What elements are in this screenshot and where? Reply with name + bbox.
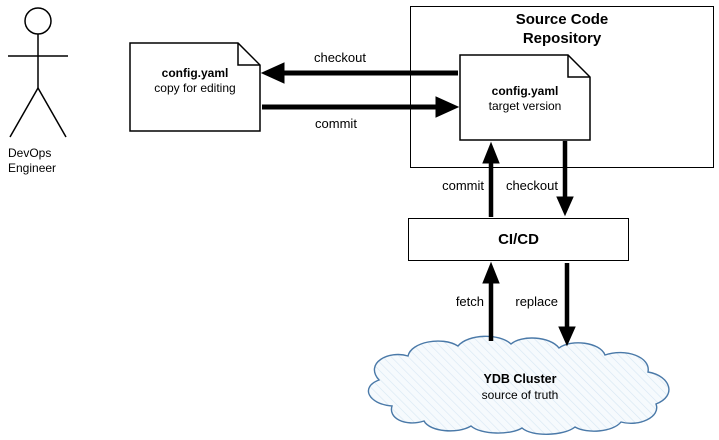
commit-top-label: commit [315, 116, 357, 131]
target-doc-title: config.yaml [491, 84, 559, 98]
figure-right-leg [37, 87, 67, 138]
ydb-cluster-text: YDB Cluster source of truth [420, 372, 620, 403]
replace-label: replace [515, 294, 558, 309]
checkout-top-label: checkout [313, 50, 367, 65]
checkout-mid-label: checkout [505, 178, 558, 193]
replace-arrowhead [558, 326, 576, 347]
target-doc-text: config.yaml target version [460, 84, 590, 114]
cicd-box [408, 218, 629, 261]
editing-doc-text: config.yaml copy for editing [130, 66, 260, 96]
checkout-top-arrowhead [260, 62, 285, 84]
figure-head [24, 7, 52, 35]
editing-doc-subtitle: copy for editing [154, 81, 236, 95]
devops-engineer-figure [8, 7, 68, 138]
devops-engineer-label: DevOps Engineer [8, 146, 57, 175]
repository-title-text: Source Code Repository [515, 11, 609, 47]
repository-title: Source Code Repository [410, 11, 714, 49]
fetch-arrowhead [482, 261, 500, 284]
fetch-label: fetch [455, 294, 484, 309]
source-code-repository-box [410, 6, 714, 168]
commit-mid-label: commit [442, 178, 484, 193]
ydb-cluster-subtitle: source of truth [481, 387, 559, 402]
ydb-cluster-title: YDB Cluster [483, 372, 557, 386]
editing-doc-fold [237, 43, 260, 66]
checkout-mid-arrowhead [556, 196, 574, 217]
figure-left-leg [9, 87, 39, 138]
editing-doc-title: config.yaml [161, 66, 229, 80]
target-doc-subtitle: target version [488, 99, 562, 113]
cicd-label: CI/CD [498, 231, 539, 248]
